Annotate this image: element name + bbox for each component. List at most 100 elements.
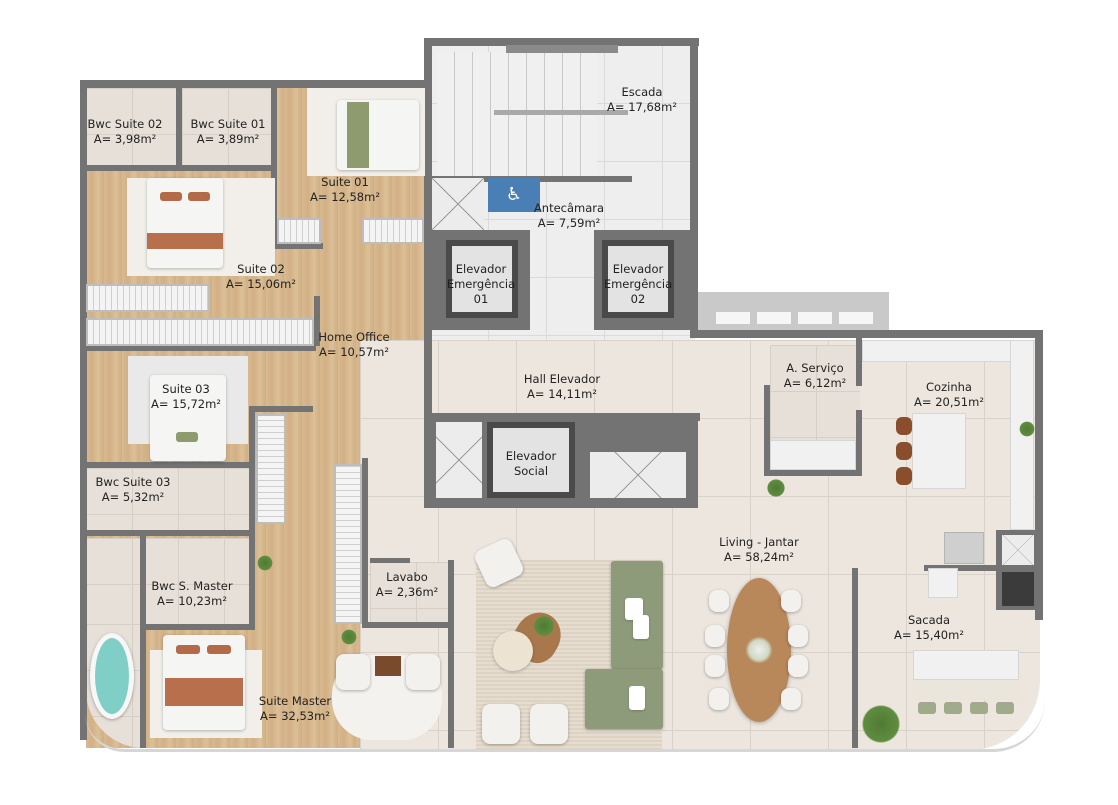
service-counter [770, 440, 856, 470]
floor-bwc-suite-03 [86, 468, 250, 530]
bathtub [90, 633, 134, 719]
wall [176, 88, 182, 168]
wall [314, 296, 320, 346]
wall-right [1035, 330, 1043, 620]
wall-core-left [424, 38, 432, 508]
wall [856, 338, 862, 386]
accessible-area-sign: ♿ [488, 178, 540, 212]
wall [271, 243, 323, 249]
pillow [176, 432, 198, 442]
elevator-emergency-01 [446, 240, 518, 318]
centerpiece [745, 633, 773, 667]
blanket [147, 233, 223, 249]
plant [765, 478, 787, 498]
sofa-chaise [585, 669, 663, 729]
floor-bwc-suite-02 [86, 88, 176, 168]
closet [86, 318, 314, 346]
planter [716, 312, 750, 324]
elevator-emergency-02 [602, 240, 674, 318]
gourmet-counter [913, 650, 1019, 680]
plant [532, 614, 556, 638]
floor-bwc-suite-01 [182, 88, 274, 168]
plant [256, 554, 274, 572]
grill [1002, 572, 1034, 606]
wall [86, 165, 276, 171]
wall-core-right [690, 38, 698, 338]
wall [764, 470, 862, 476]
wall [764, 385, 770, 475]
pillow [207, 645, 231, 654]
planter [757, 312, 791, 324]
side-table [375, 656, 401, 676]
stool [896, 417, 912, 435]
elevator-social [487, 422, 575, 498]
wall [271, 88, 277, 248]
plant [858, 702, 904, 746]
closet [277, 218, 321, 244]
closet [256, 414, 286, 524]
balcony-sink [928, 568, 958, 598]
kitchen-island [912, 413, 966, 489]
wall [370, 558, 410, 563]
shaft-hall [436, 422, 482, 498]
wall-left [80, 80, 87, 740]
wall [362, 622, 454, 628]
kitchen-counter-top [862, 340, 1034, 362]
coffee-table-round [493, 631, 533, 671]
wall-top-left [80, 80, 425, 88]
bar-stool [970, 702, 988, 714]
dining-chair [781, 590, 801, 612]
bed-suite-03 [150, 375, 226, 461]
cushion [633, 615, 649, 639]
shaft-kitchen [1002, 535, 1034, 565]
wall [140, 624, 146, 748]
closet [86, 284, 210, 312]
cushion [629, 686, 645, 710]
cushion [625, 598, 643, 620]
stairs [437, 52, 597, 178]
armchair [530, 704, 568, 744]
pillow [176, 645, 200, 654]
plant [340, 628, 358, 646]
planter [798, 312, 832, 324]
wheelchair-icon: ♿ [505, 184, 523, 205]
plant [1018, 420, 1036, 438]
gourmet-counter-front [913, 680, 1019, 700]
stool [896, 467, 912, 485]
cabinet [944, 532, 984, 564]
wall [924, 565, 1036, 571]
wall [86, 530, 251, 536]
wall [86, 462, 251, 468]
wall-right-top [697, 330, 1042, 338]
blanket [165, 678, 243, 706]
dining-chair [788, 625, 808, 647]
dining-chair [709, 590, 729, 612]
stairs-top-rail [506, 45, 618, 53]
pillow [160, 192, 182, 201]
wall [249, 406, 313, 412]
bar-stool [944, 702, 962, 714]
closet [334, 464, 362, 624]
stool [896, 442, 912, 460]
wall-core-top [424, 38, 699, 46]
shaft-hall-right [590, 452, 686, 498]
floor-bwc-master [86, 538, 250, 624]
bed-suite-02 [147, 178, 223, 268]
wall [852, 568, 858, 748]
armchair [336, 654, 370, 690]
